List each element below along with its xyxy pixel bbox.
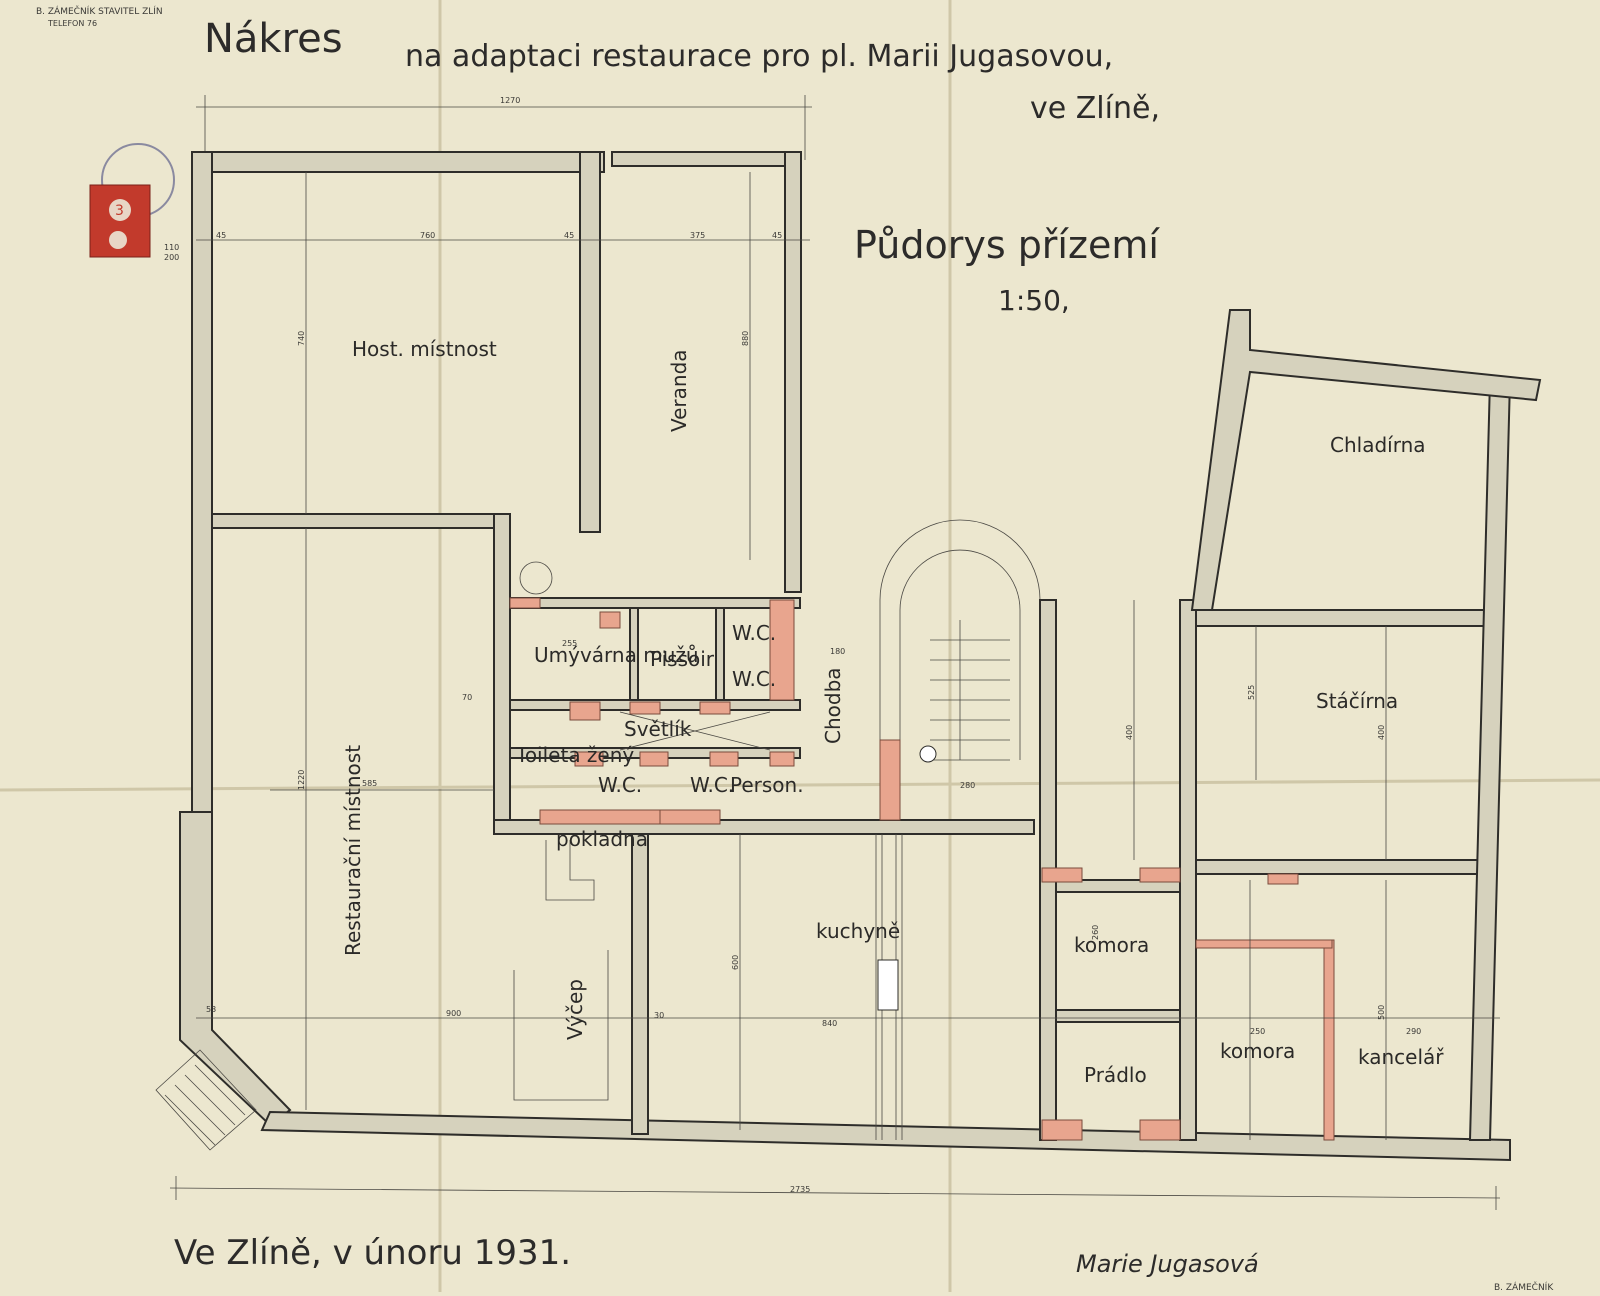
room-kancelar: kancelář: [1358, 1045, 1444, 1069]
room-komora-1: komora: [1074, 933, 1149, 957]
dim-window-200: 200: [164, 253, 179, 262]
fold-line: [0, 778, 1600, 792]
dim-window-110: 110: [164, 243, 179, 252]
dim-280: 280: [960, 781, 975, 790]
dim-door-70: 70: [462, 693, 472, 702]
dim-53: 53: [206, 1005, 216, 1014]
room-toileta: Toileta žený: [515, 743, 634, 767]
dim-880: 880: [741, 331, 750, 346]
room-stacirna: Stáčírna: [1316, 689, 1398, 713]
staircase: [919, 620, 1010, 763]
plan-scale: 1:50,: [998, 284, 1070, 317]
room-umyvarna: Umývárna mužů: [534, 643, 699, 667]
dim-500: 500: [1377, 1005, 1386, 1020]
drawing-title: Nákres: [204, 16, 343, 62]
dim-45-a: 45: [216, 231, 226, 240]
drawing-place: ve Zlíně,: [1030, 91, 1160, 126]
room-komora-2: komora: [1220, 1039, 1295, 1063]
drawing-subtitle: na adaptaci restaurace pro pl. Marii Jug…: [405, 39, 1113, 74]
room-pradlo: Prádlo: [1084, 1063, 1147, 1087]
dim-740: 740: [297, 331, 306, 346]
room-restauracni-mistnost: Restaurační místnost: [341, 745, 365, 956]
company-stamp: B. ZÁMEČNÍK STAVITEL ZLÍN TELEFON 76: [36, 5, 163, 28]
dim-255: 255: [562, 639, 577, 648]
company-stamp-sub: TELEFON 76: [47, 19, 97, 28]
dim-bottom-total: 2735: [790, 1185, 810, 1194]
room-pokladna: pokladna: [556, 827, 648, 851]
room-person: Person.: [730, 773, 804, 797]
building-walls: [179, 151, 1542, 1162]
sanitary-block: [509, 561, 1299, 1141]
dim-250: 250: [1250, 1027, 1265, 1036]
dim-525: 525: [1247, 685, 1256, 700]
company-stamp-bottom: B. ZÁMEČNÍK: [1494, 1281, 1554, 1292]
dim-840: 840: [822, 1019, 837, 1028]
dim-760: 760: [420, 231, 435, 240]
room-pissoir: Pissoir: [650, 647, 715, 671]
room-chladirna: Chladírna: [1330, 433, 1426, 457]
dim-375: 375: [690, 231, 705, 240]
room-kuchyne: kuchyně: [816, 919, 900, 943]
official-stamps: 3: [89, 143, 175, 258]
signature: Marie Jugasová: [1076, 1250, 1259, 1278]
dim-600: 600: [731, 955, 740, 970]
well-icon: [519, 561, 553, 595]
place-date: Ve Zlíně, v únoru 1931.: [174, 1233, 571, 1273]
dim-290: 290: [1406, 1027, 1421, 1036]
marker-icon: [919, 745, 937, 763]
dim-900: 900: [446, 1009, 461, 1018]
room-vycep: Výčep: [563, 979, 587, 1040]
dim-585: 585: [362, 779, 377, 788]
dim-45-b: 45: [564, 231, 574, 240]
corridor-passage: [875, 834, 903, 1140]
entrance-steps: [155, 1049, 257, 1151]
dim-180: 180: [830, 647, 845, 656]
room-wc-2: W.C.: [732, 667, 776, 691]
dimension-lines: [169, 172, 1501, 1210]
dim-400: 400: [1125, 725, 1134, 740]
room-svetlik: Světlík: [624, 717, 692, 741]
room-chodba: Chodba: [821, 667, 845, 744]
room-wc-3: W.C.: [598, 773, 642, 797]
plan-name: Půdorys přízemí: [854, 223, 1160, 267]
dim-45-c: 45: [772, 231, 782, 240]
room-wc-1: W.C.: [732, 621, 776, 645]
revenue-stamp-lion-icon: [109, 231, 127, 249]
dim-30: 30: [654, 1011, 664, 1020]
dim-260: 260: [1091, 925, 1100, 940]
dim-1220: 1220: [297, 770, 306, 790]
room-wc-4: W.C.: [690, 773, 734, 797]
company-stamp-text: B. ZÁMEČNÍK STAVITEL ZLÍN: [36, 5, 163, 17]
revenue-stamp-value: 3: [115, 203, 124, 219]
dim-400-b: 400: [1377, 725, 1386, 740]
room-host-mistnost: Host. místnost: [352, 337, 497, 361]
room-veranda: Veranda: [667, 349, 691, 432]
dim-top-total: 1270: [500, 96, 520, 105]
top-dimension: 1270: [196, 95, 812, 160]
revenue-stamp-emblem-icon: [109, 199, 131, 221]
bar-counter: [513, 840, 609, 1101]
